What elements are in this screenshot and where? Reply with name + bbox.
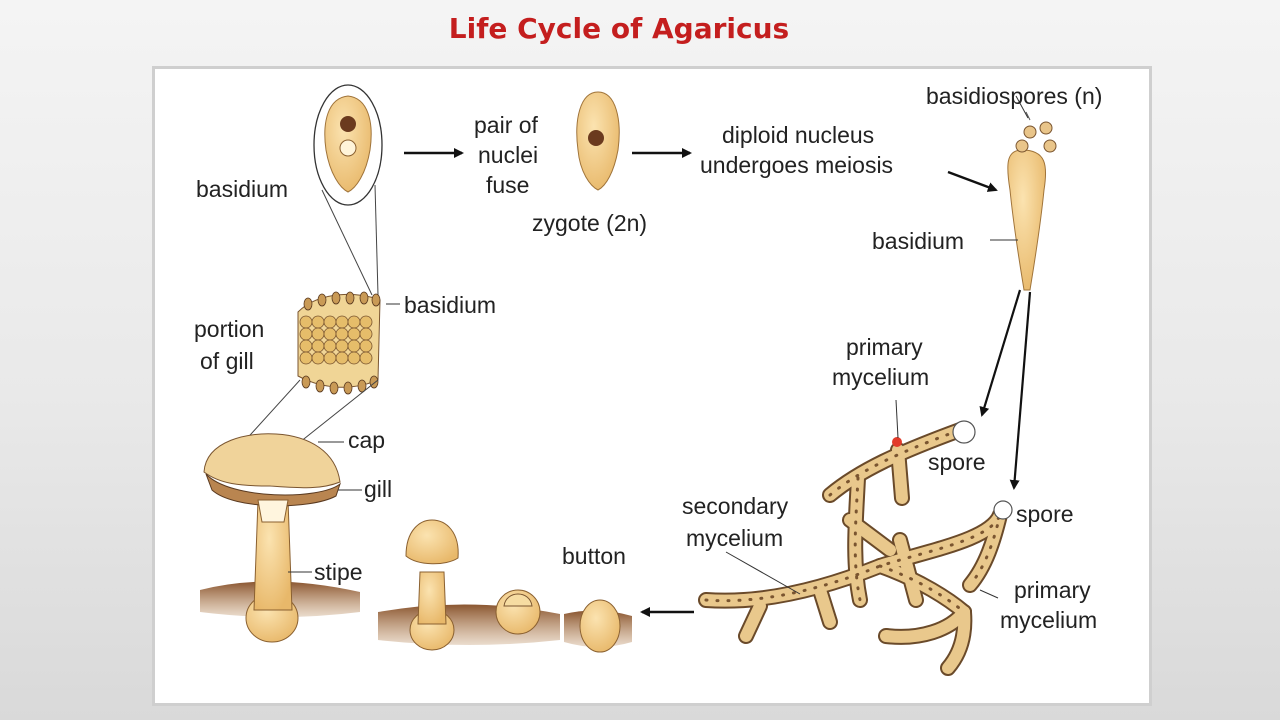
label-basidium-enlarged: basidium xyxy=(196,176,288,202)
label-basidium-gill: basidium xyxy=(404,292,496,318)
label-undergoes-meiosis: undergoes meiosis xyxy=(700,152,893,178)
mature-mushroom xyxy=(200,433,360,643)
zygote-cell xyxy=(576,91,620,191)
label-nuclei: nuclei xyxy=(478,142,538,168)
label-basidium-mature: basidium xyxy=(872,228,964,254)
label-mycelium-secondary: mycelium xyxy=(686,525,783,551)
label-zygote: zygote (2n) xyxy=(532,210,647,236)
diagram-title: Life Cycle of Agaricus xyxy=(448,12,790,45)
young-fruiting-bodies xyxy=(378,519,560,651)
label-spore-1: spore xyxy=(928,449,986,475)
label-button: button xyxy=(562,543,626,569)
label-mycelium-bottom: mycelium xyxy=(1000,607,1097,633)
enlarged-basidium xyxy=(313,84,383,296)
diagram-labels: basidium pair of nuclei fuse zygote (2n)… xyxy=(194,83,1102,633)
label-gill: gill xyxy=(364,476,392,502)
cycle-arrows xyxy=(404,148,998,617)
label-basidiospores: basidiospores (n) xyxy=(926,83,1102,109)
mycelium-network xyxy=(698,420,1013,676)
button-stage xyxy=(564,599,632,653)
label-mycelium-top: mycelium xyxy=(832,364,929,390)
label-secondary: secondary xyxy=(682,493,789,519)
label-stipe: stipe xyxy=(314,559,363,585)
label-fuse: fuse xyxy=(486,172,529,198)
label-diploid-nucleus: diploid nucleus xyxy=(722,122,874,148)
label-pair-of: pair of xyxy=(474,112,539,138)
label-portion: portion xyxy=(194,316,264,342)
leader-lines xyxy=(288,95,1029,599)
mature-basidium xyxy=(979,111,1057,490)
gill-portion xyxy=(231,291,381,456)
label-of-gill: of gill xyxy=(200,348,254,374)
label-primary-bottom: primary xyxy=(1014,577,1091,603)
label-primary-top: primary xyxy=(846,334,923,360)
label-spore-2: spore xyxy=(1016,501,1074,527)
label-cap: cap xyxy=(348,427,385,453)
